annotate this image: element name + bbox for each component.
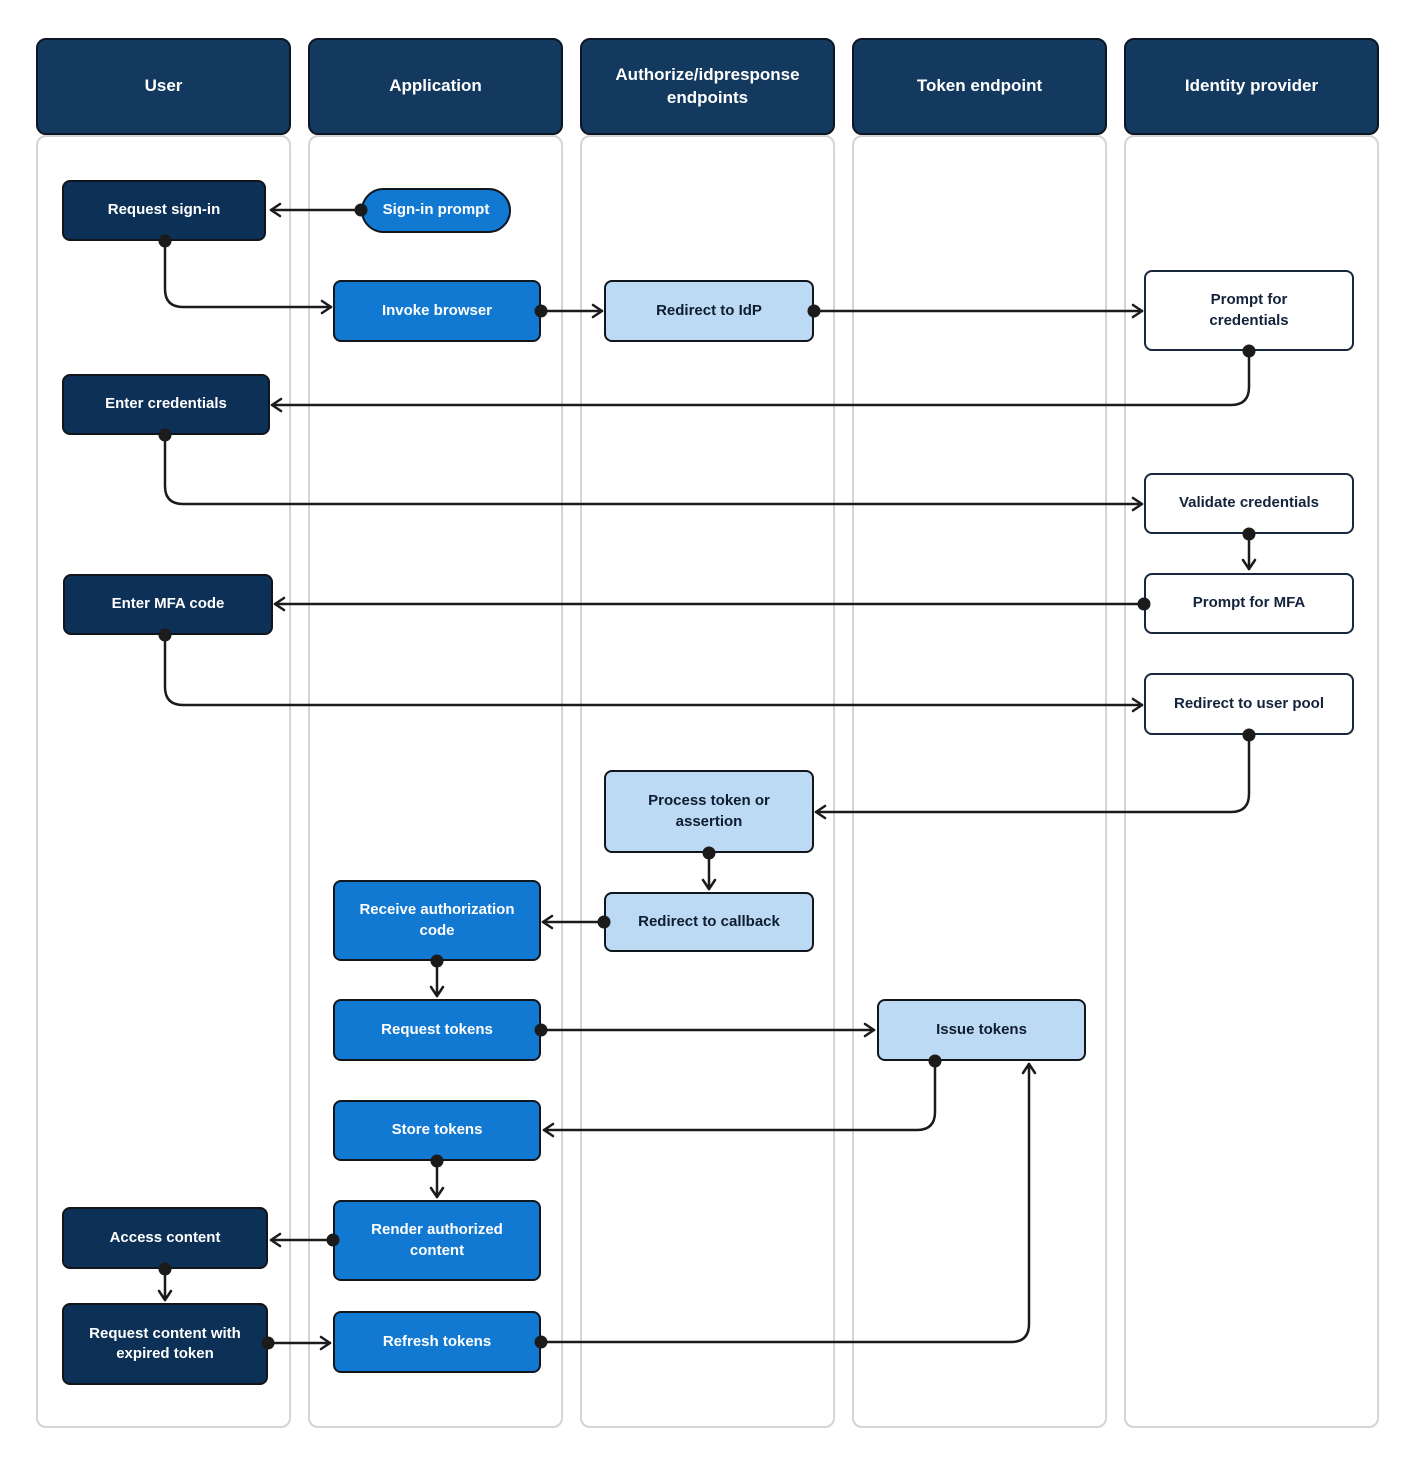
node-access-content: Access content: [62, 1207, 268, 1269]
lane-token-endpoint: [852, 135, 1107, 1428]
node-store-tokens: Store tokens: [333, 1100, 541, 1161]
node-refresh-tokens: Refresh tokens: [333, 1311, 541, 1373]
lane-header-authorize-endpoints: Authorize/idpresponse endpoints: [580, 38, 835, 135]
node-issue-tokens: Issue tokens: [877, 999, 1086, 1061]
node-prompt-for-mfa: Prompt for MFA: [1144, 573, 1354, 634]
lane-header-application: Application: [308, 38, 563, 135]
node-sign-in-prompt: Sign-in prompt: [361, 188, 511, 233]
node-render-authorized-content: Render authorized content: [333, 1200, 541, 1281]
lane-header-user: User: [36, 38, 291, 135]
node-enter-credentials: Enter credentials: [62, 374, 270, 435]
node-invoke-browser: Invoke browser: [333, 280, 541, 342]
node-redirect-to-user-pool: Redirect to user pool: [1144, 673, 1354, 735]
lane-header-token-endpoint: Token endpoint: [852, 38, 1107, 135]
node-request-tokens: Request tokens: [333, 999, 541, 1061]
node-redirect-to-idp: Redirect to IdP: [604, 280, 814, 342]
node-prompt-for-credentials: Prompt for credentials: [1144, 270, 1354, 351]
node-request-sign-in: Request sign-in: [62, 180, 266, 241]
node-request-content-expired: Request content with expired token: [62, 1303, 268, 1385]
node-validate-credentials: Validate credentials: [1144, 473, 1354, 534]
node-receive-authorization-code: Receive authorization code: [333, 880, 541, 961]
node-enter-mfa-code: Enter MFA code: [63, 574, 273, 635]
node-redirect-to-callback: Redirect to callback: [604, 892, 814, 952]
node-process-token-or-assertion: Process token or assertion: [604, 770, 814, 853]
lane-header-identity-provider: Identity provider: [1124, 38, 1379, 135]
